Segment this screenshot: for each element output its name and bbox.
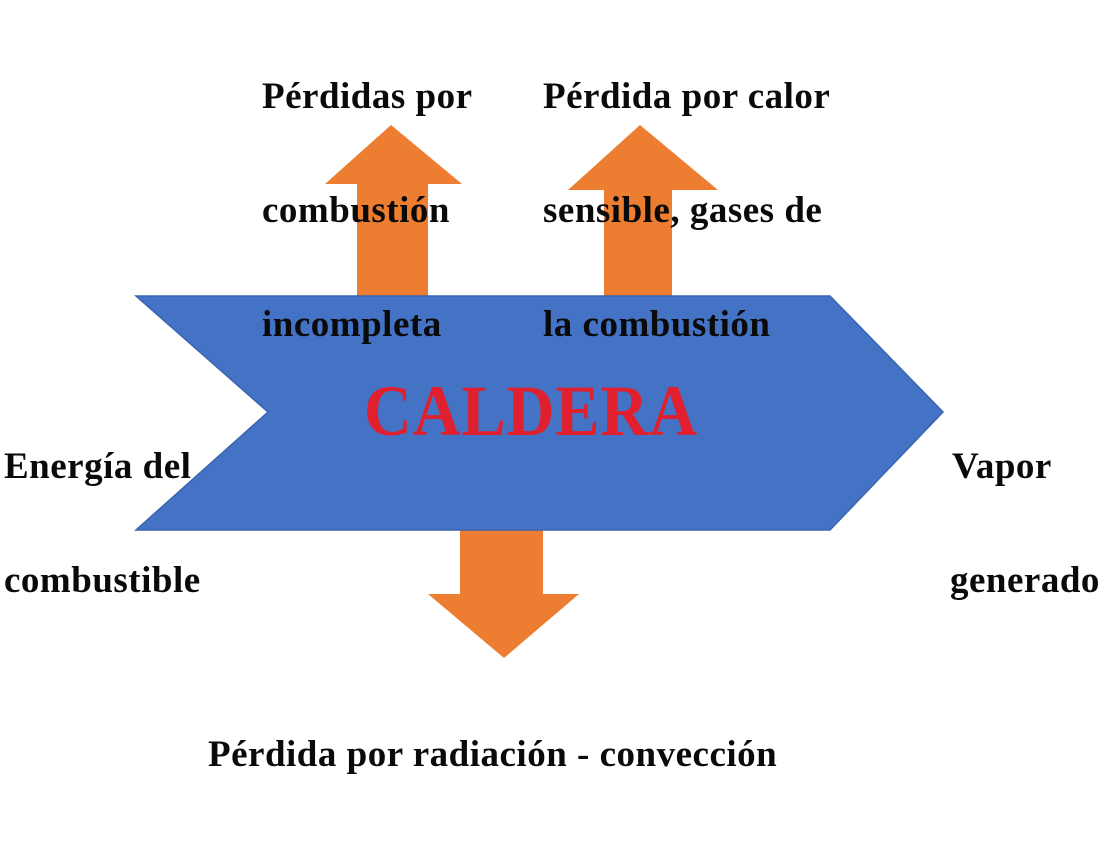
loss2-line2: sensible, gases de [543, 190, 823, 231]
boiler-chevron-shape [134, 295, 945, 531]
up-arrow-incomplete-combustion [325, 125, 462, 298]
loss1-line3: incompleta [262, 304, 442, 345]
input-label: Energía del combustible [4, 372, 201, 676]
boiler-energy-diagram: CALDERA Energía del combustible Vapor ge… [4, 2, 1100, 774]
input-label-line2: combustible [4, 560, 201, 601]
diagram-shapes [134, 125, 945, 658]
loss-incomplete-combustion-label: Pérdidas por combustión incompleta [262, 2, 473, 420]
loss-sensible-heat-label: Pérdida por calor sensible, gases de la … [543, 2, 830, 420]
loss1-line1: Pérdidas por [262, 76, 473, 117]
up-arrow-sensible-heat [568, 125, 718, 298]
input-label-line1: Energía del [4, 446, 192, 487]
output-label-line2: generado [950, 560, 1100, 601]
output-label-line1: Vapor [952, 446, 1052, 487]
loss-radiation-convection-label: Pérdida por radiación - convección [208, 660, 777, 850]
down-arrow-radiation-convection [428, 528, 579, 658]
loss1-line2: combustión [262, 190, 450, 231]
loss2-line3: la combustión [543, 304, 771, 345]
loss3-line1: Pérdida por radiación - convección [208, 734, 778, 775]
loss2-line1: Pérdida por calor [543, 76, 831, 117]
boiler-title: CALDERA [364, 371, 698, 451]
output-label: Vapor generado [950, 372, 1100, 676]
